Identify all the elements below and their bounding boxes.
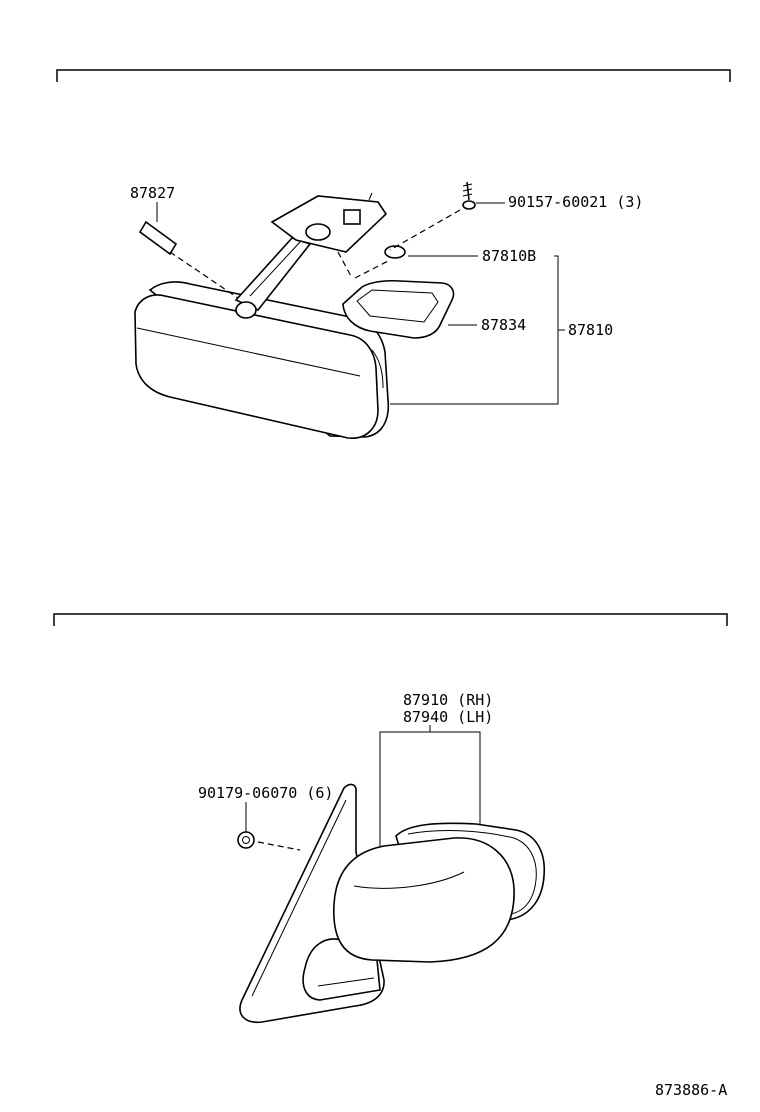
diagram-code: 873886-A [655,1081,727,1099]
label-mirror-rh: 87910 (RH) [403,691,493,709]
inside-mirror-drawing [134,181,565,439]
label-screw-90157: 90157-60021 (3) [508,193,643,211]
outside-mirror-drawing [237,725,546,1024]
label-cover-87834: 87834 [481,316,526,334]
label-lamp-87810b: 87810B [482,247,536,265]
label-bulb-87827: 87827 [130,184,175,202]
label-nut-90179: 90179-06070 (6) [198,784,333,802]
top-section-frame [56,69,731,82]
label-mirror-87810: 87810 [568,321,613,339]
bottom-section-frame [53,613,728,626]
label-mirror-lh: 87940 (LH) [403,708,493,726]
